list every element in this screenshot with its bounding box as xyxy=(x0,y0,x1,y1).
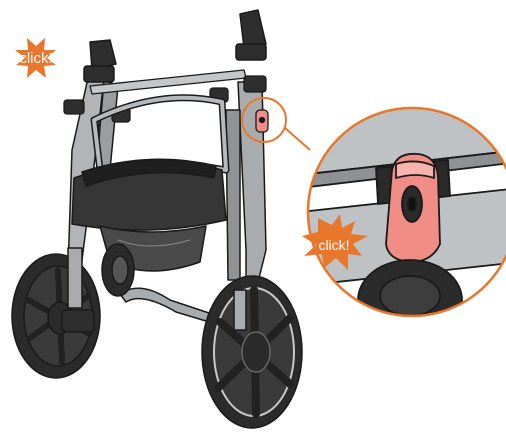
callout-line xyxy=(285,128,310,150)
wheel-front xyxy=(12,248,100,378)
frame-lock xyxy=(256,110,268,132)
click-label-right: click! xyxy=(318,237,349,253)
click-burst-left: click! xyxy=(15,38,56,78)
seat xyxy=(72,159,226,271)
wheel-rear-large xyxy=(202,276,302,428)
click-label-left: click! xyxy=(19,50,52,67)
zoom-detail xyxy=(300,78,506,340)
stroller xyxy=(12,10,302,428)
wheel-rear-small xyxy=(102,244,134,296)
